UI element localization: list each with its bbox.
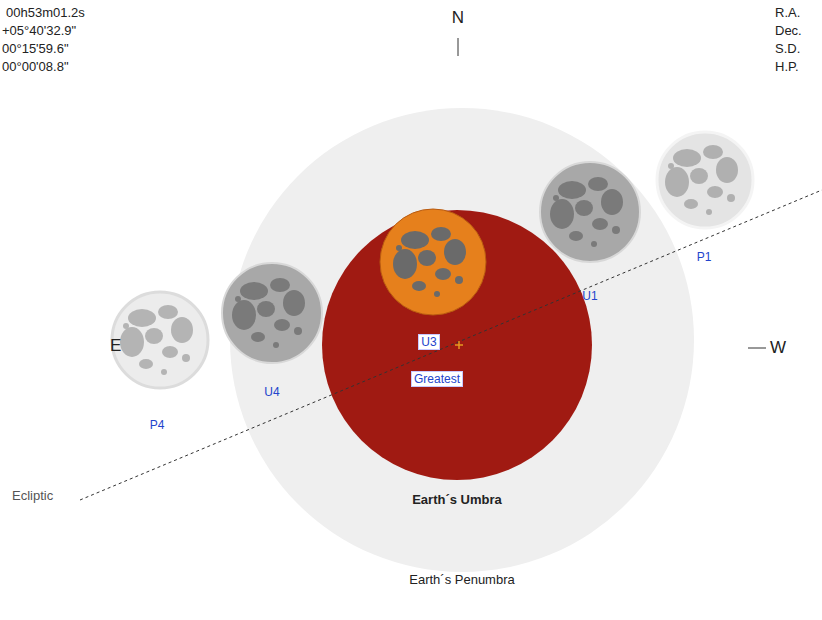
contact-label: P4 [150,418,165,432]
ecliptic-label: Ecliptic [12,488,53,503]
coordinate-value: 00h53m01.2s [6,5,85,20]
coordinate-name: S.D. [775,41,800,56]
contact-label: U1 [582,289,597,303]
coordinate-value: 00°00'08.8" [2,59,69,74]
moon-p1 [657,132,753,228]
west-tick [748,348,766,349]
contact-label: Greatest [411,371,463,387]
region-label: Earth´s Umbra [412,492,502,507]
contact-label: U4 [264,385,279,399]
moon-greatest [380,209,486,315]
contact-label: U3 [418,334,439,350]
coordinate-value: 00°15'59.6" [2,41,69,56]
moon-u1 [540,162,640,262]
center-mark [458,341,460,349]
region-label: Earth´s Penumbra [409,572,515,587]
coordinate-name: Dec. [775,23,802,38]
moon-u4 [222,263,322,363]
coordinate-value: +05°40'32.9" [2,23,76,38]
compass-letter: E [110,336,121,356]
coordinate-name: H.P. [775,59,799,74]
north-tick [458,38,459,56]
contact-label: P1 [697,250,712,264]
ecliptic-line [80,190,822,500]
compass-letter: N [452,8,464,28]
compass-letter: W [770,338,786,358]
coordinate-name: R.A. [775,5,800,20]
moon-p4 [112,292,208,388]
